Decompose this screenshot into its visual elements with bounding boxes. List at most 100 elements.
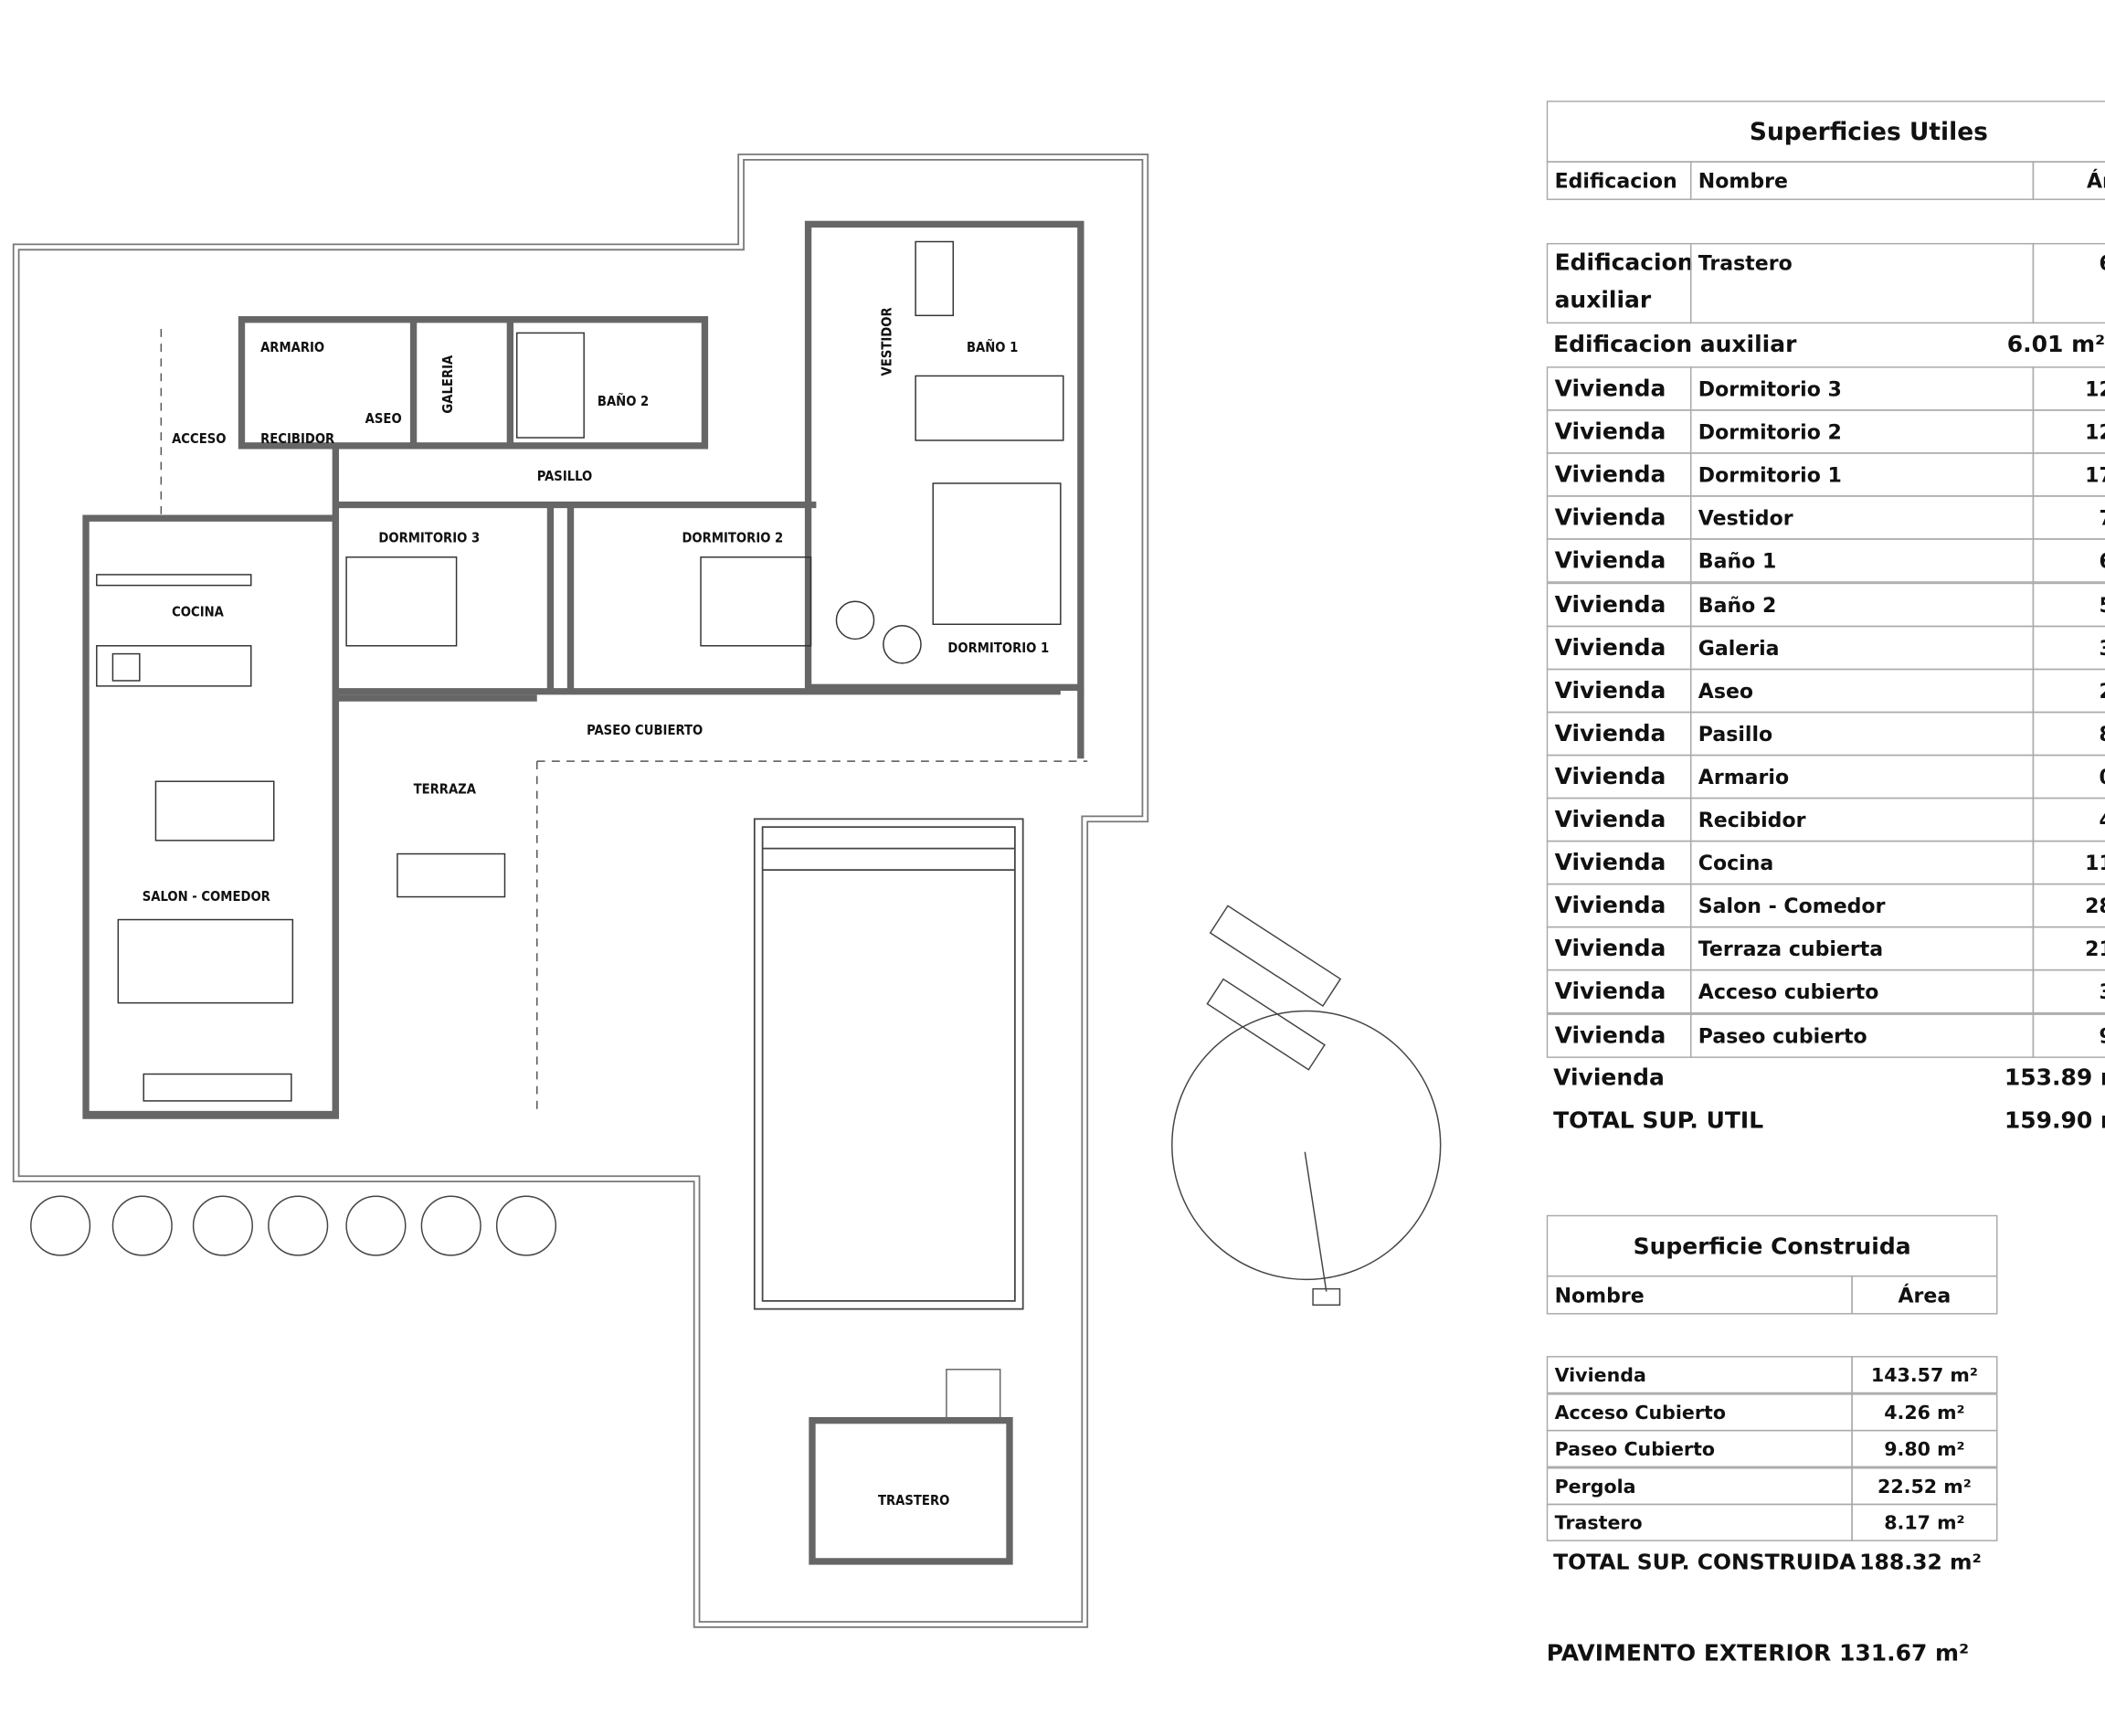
table-row-nombre: Pasillo bbox=[1689, 711, 2035, 756]
table-row-area: 2.28 m² bbox=[2032, 668, 2105, 713]
table-row-area: 143.57 m² bbox=[1851, 1356, 1998, 1394]
column-header: Nombre bbox=[1546, 1275, 1853, 1315]
table-row-nombre: Aseo bbox=[1689, 668, 2035, 713]
column-header: Área bbox=[2032, 161, 2105, 200]
table-row-nombre: Recibidor bbox=[1689, 797, 2035, 842]
room-dormitorio3: DORMITORIO 3 bbox=[378, 531, 480, 546]
table-row-area: 12.00 m² bbox=[2032, 366, 2105, 411]
table-row-nombre: Vestidor bbox=[1689, 495, 2035, 541]
table-row-area: 7.55 m² bbox=[2032, 495, 2105, 541]
room-armario: ARMARIO bbox=[260, 340, 324, 355]
table-row-area: 4.27 m² bbox=[2032, 797, 2105, 842]
table-row-edificacion: Vivienda bbox=[1546, 797, 1692, 842]
table-row-area: 8.17 m² bbox=[1851, 1504, 1998, 1542]
table-row-edificacion: Vivienda bbox=[1546, 495, 1692, 541]
table-row-edificacion: Vivienda bbox=[1546, 668, 1692, 713]
column-header: Área bbox=[1851, 1275, 1998, 1315]
table-row-area: 11.08 m² bbox=[2032, 840, 2105, 885]
table-row-nombre: Dormitorio 2 bbox=[1689, 409, 2035, 454]
table-row-area: 6.38 m² bbox=[2032, 538, 2105, 584]
lot-outline bbox=[12, 153, 1149, 1628]
trastero-building bbox=[809, 1369, 1013, 1565]
room-dormitorio1: DORMITORIO 1 bbox=[947, 640, 1049, 656]
total-label: TOTAL SUP. CONSTRUIDA bbox=[1553, 1549, 1856, 1575]
table-row-edificacion: Vivienda bbox=[1546, 538, 1692, 584]
table-row-edificacion: Vivienda bbox=[1546, 409, 1692, 454]
table-row-nombre: Baño 1 bbox=[1689, 538, 2035, 584]
total-area: 188.32 m² bbox=[1859, 1549, 1982, 1575]
table-row-nombre: Galeria bbox=[1689, 625, 2035, 670]
floor-plan: ARMARIO ACCESO RECIBIDOR ASEO GALERIA BA… bbox=[12, 153, 1442, 1628]
room-salon: SALON - COMEDOR bbox=[143, 889, 270, 905]
subtotal-area: 153.89 m² bbox=[2004, 1064, 2105, 1092]
table-row-nombre: Trastero bbox=[1689, 242, 2035, 324]
room-pasillo: PASILLO bbox=[537, 469, 593, 484]
room-bano1: BAÑO 1 bbox=[967, 340, 1018, 355]
table-row-nombre: Paseo cubierto bbox=[1689, 1012, 2035, 1058]
column-header: Edificacion bbox=[1546, 161, 1692, 200]
room-recibidor: RECIBIDOR bbox=[260, 431, 334, 447]
table-row-edificacion: Vivienda bbox=[1546, 711, 1692, 756]
table-row-edificacion: Edificacion auxiliar bbox=[1546, 242, 1694, 324]
table-row-area: 6.01 m² bbox=[2032, 242, 2105, 324]
walls bbox=[82, 220, 1084, 1119]
table-row-edificacion: Vivienda bbox=[1546, 969, 1692, 1014]
pool bbox=[753, 818, 1024, 1310]
table-row-nombre: Acceso Cubierto bbox=[1546, 1392, 1853, 1431]
table-row-area: 17.13 m² bbox=[2032, 452, 2105, 497]
table-row-area: 28.69 m² bbox=[2032, 884, 2105, 928]
covered-areas bbox=[160, 329, 1088, 1115]
table-row-edificacion: Vivienda bbox=[1546, 754, 1692, 799]
pavimento-exterior: PAVIMENTO EXTERIOR 131.67 m² bbox=[1546, 1640, 1970, 1667]
table-row-nombre: Trastero bbox=[1546, 1504, 1853, 1542]
room-cocina: COCINA bbox=[172, 604, 225, 619]
table-row-area: 5.51 m² bbox=[2032, 581, 2105, 627]
table-row-edificacion: Vivienda bbox=[1546, 1012, 1692, 1058]
room-trastero: TRASTERO bbox=[878, 1493, 949, 1508]
table-title: Superficie Construida bbox=[1546, 1214, 1998, 1277]
total-area: 159.90 m² bbox=[2004, 1107, 2105, 1135]
room-dormitorio2: DORMITORIO 2 bbox=[682, 531, 783, 546]
room-terraza: TERRAZA bbox=[414, 781, 477, 797]
table-row-nombre: Terraza cubierta bbox=[1689, 926, 2035, 971]
table-row-edificacion: Vivienda bbox=[1546, 884, 1692, 928]
table-row-edificacion: Vivienda bbox=[1546, 452, 1692, 497]
table-row-area: 9.80 m² bbox=[1851, 1430, 1998, 1468]
table-row-area: 21.58 m² bbox=[2032, 926, 2105, 971]
room-paseo: PASEO CUBIERTO bbox=[587, 723, 703, 738]
table-row-edificacion: Vivienda bbox=[1546, 840, 1692, 885]
table-row-nombre: Acceso cubierto bbox=[1689, 969, 2035, 1014]
subtotal-area: 6.01 m² bbox=[2006, 331, 2105, 359]
room-aseo: ASEO bbox=[365, 411, 402, 427]
table-row-nombre: Salon - Comedor bbox=[1689, 884, 2035, 928]
table-row-nombre: Dormitorio 3 bbox=[1689, 366, 2035, 411]
subtotal-label: Edificacion auxiliar bbox=[1553, 331, 1797, 359]
furniture bbox=[96, 240, 1064, 1102]
table-row-area: 8.10 m² bbox=[2032, 711, 2105, 756]
table-row-edificacion: Vivienda bbox=[1546, 926, 1692, 971]
table-row-area: 4.26 m² bbox=[1851, 1392, 1998, 1431]
room-labels: ARMARIO ACCESO RECIBIDOR ASEO GALERIA BA… bbox=[143, 307, 1049, 1508]
column-header: Nombre bbox=[1689, 161, 2035, 200]
table-row-area: 22.52 m² bbox=[1851, 1466, 1998, 1505]
table-title: Superficies Utiles bbox=[1546, 101, 2105, 163]
round-terrace bbox=[1171, 905, 1442, 1306]
table-row-nombre: Vivienda bbox=[1546, 1356, 1853, 1394]
room-bano2: BAÑO 2 bbox=[598, 394, 649, 409]
table-row-area: 9.48 m² bbox=[2032, 1012, 2105, 1058]
table-row-area: 12.00 m² bbox=[2032, 409, 2105, 454]
superficies-utiles-table: Superficies UtilesEdificacionNombreÁreaE… bbox=[1544, 94, 2105, 1169]
table-row-edificacion: Vivienda bbox=[1546, 625, 1692, 670]
trees bbox=[30, 1195, 557, 1256]
table-row-edificacion: Vivienda bbox=[1546, 366, 1692, 411]
table-row-nombre: Paseo Cubierto bbox=[1546, 1430, 1853, 1468]
table-row-nombre: Pergola bbox=[1546, 1466, 1853, 1505]
room-galeria: GALERIA bbox=[440, 355, 456, 414]
table-row-area: 3.90 m² bbox=[2032, 969, 2105, 1014]
table-row-area: 3.04 m² bbox=[2032, 625, 2105, 670]
table-row-nombre: Baño 2 bbox=[1689, 581, 2035, 627]
subtotal-label: Vivienda bbox=[1553, 1064, 1665, 1092]
table-row-area: 0.90 m² bbox=[2032, 754, 2105, 799]
room-vestidor: VESTIDOR bbox=[880, 307, 895, 376]
